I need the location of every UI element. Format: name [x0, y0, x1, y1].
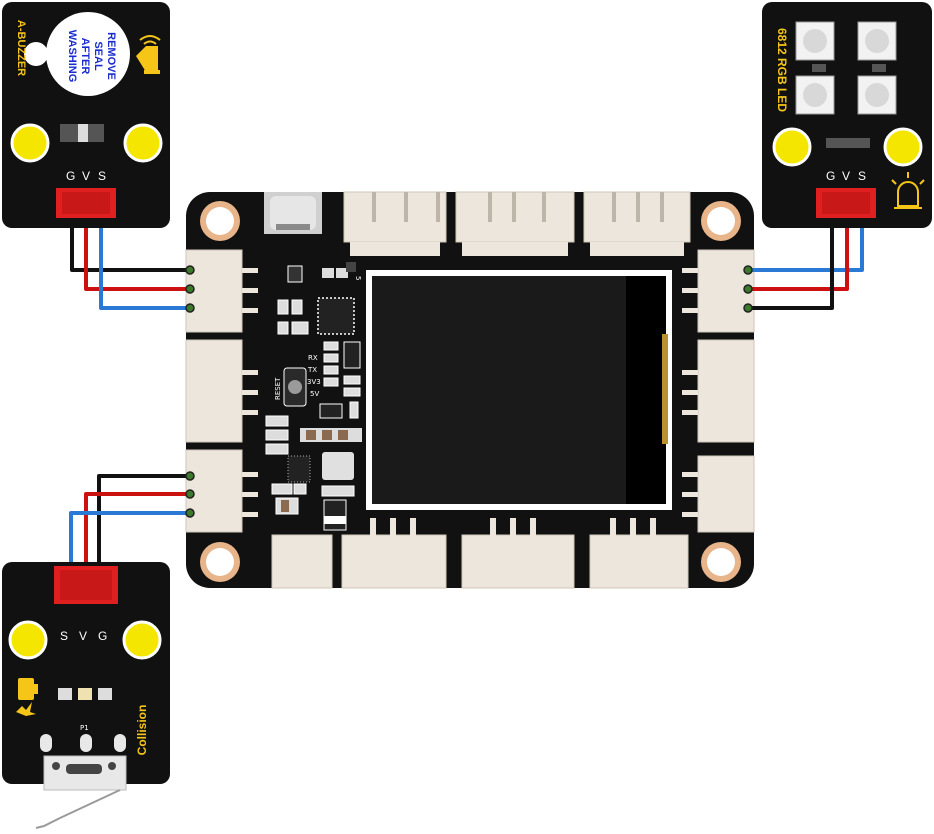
svg-text:WASHING: WASHING: [66, 30, 78, 83]
collision-part-label: P1: [80, 724, 89, 732]
rgb-pin-g: G: [826, 169, 835, 183]
collision-pin-s: S: [60, 629, 68, 643]
usb-c-port: [264, 192, 322, 234]
reset-label: RESET: [274, 377, 282, 400]
buzzer-pin-g: G: [66, 169, 75, 183]
seal-text: REMOVE SEAL AFTER WASHING: [66, 30, 117, 83]
silkscreen-labels: RESET RX TX 3V3 5V 5: [274, 276, 362, 400]
controller-board: RESET RX TX 3V3 5V 5: [185, 191, 755, 589]
wires: [69, 215, 864, 575]
mounting-holes: [200, 201, 741, 582]
wire-buzzer-sig: [99, 215, 190, 310]
v33-label: 3V3: [307, 378, 321, 386]
wire-buzzer-vcc: [84, 215, 190, 291]
rx-label: RX: [308, 354, 318, 362]
wire-terminals: [185, 265, 753, 518]
tx-label: TX: [307, 366, 317, 374]
switch-lever-icon: [35, 734, 127, 829]
rgb-led-module: 6812 RGB LED G V S: [762, 2, 932, 228]
wire-collision-vcc: [84, 492, 190, 575]
s5-label: 5: [354, 276, 362, 280]
wire-collision-gnd: [97, 474, 190, 575]
components: [265, 262, 362, 531]
wire-led-gnd: [748, 215, 834, 310]
buzzer-module: REMOVE SEAL AFTER WASHING A-BUZZER G V S: [2, 2, 170, 228]
svg-text:SEAL: SEAL: [92, 41, 104, 71]
buzzer-pin-v: V: [82, 169, 90, 183]
svg-text:AFTER: AFTER: [79, 38, 91, 75]
lcd-screen: [366, 270, 672, 510]
collision-pin-g: G: [98, 629, 107, 643]
top-connectors: [343, 191, 691, 256]
bottom-connectors: [271, 518, 689, 589]
collision-icon: [16, 678, 38, 716]
svg-text:REMOVE: REMOVE: [105, 32, 117, 80]
collision-title: Collision: [135, 705, 149, 756]
right-connectors: [682, 249, 755, 533]
speaker-icon: [136, 35, 161, 74]
wire-led-vcc: [748, 215, 849, 291]
led-lamp-icon: [891, 172, 925, 209]
wire-buzzer-gnd: [70, 215, 190, 272]
rgb-pin-s: S: [858, 169, 866, 183]
rgb-pin-v: V: [842, 169, 850, 183]
buzzer-pin-s: S: [98, 169, 106, 183]
buzzer-title: A-BUZZER: [15, 20, 27, 76]
rgb-led-chips: [795, 21, 897, 148]
v5-label: 5V: [310, 390, 319, 398]
wire-led-sig: [748, 215, 864, 272]
left-connectors: [185, 249, 258, 533]
rgb-led-title: 6812 RGB LED: [775, 28, 789, 112]
collision-module: S V G Collision P1: [2, 562, 170, 829]
wire-collision-sig: [69, 511, 190, 575]
collision-pin-v: V: [79, 629, 87, 643]
